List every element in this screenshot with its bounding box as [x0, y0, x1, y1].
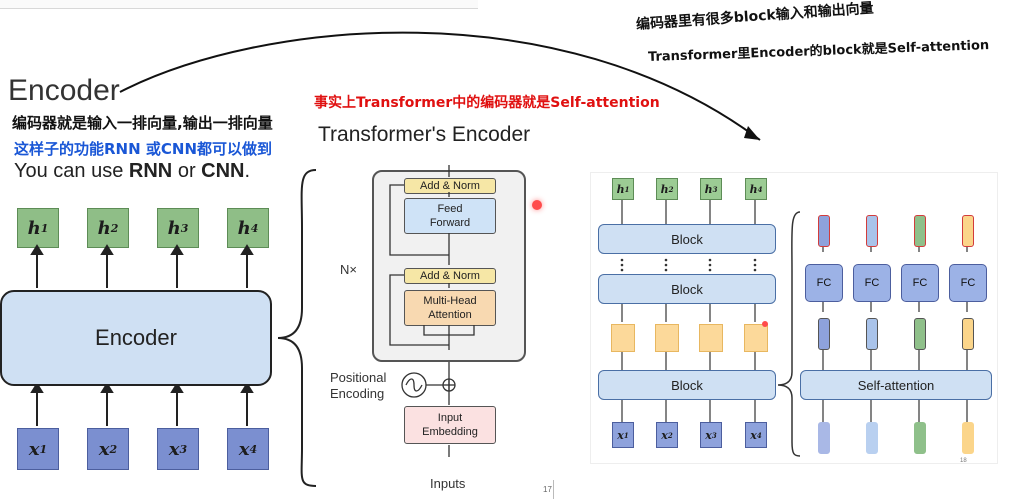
fc-layer-3: FC [901, 264, 939, 302]
intermediate-vector-4 [744, 324, 768, 352]
add-norm-bottom: Add & Norm [404, 268, 496, 284]
subtitle-or: or [172, 160, 202, 182]
encoder-title: Encoder [8, 74, 120, 107]
slide-divider [553, 480, 554, 499]
inputs-label: Inputs [430, 476, 466, 491]
fc-layer-2: FC [853, 264, 891, 302]
transformer-encoder-title: Transformer's Encoder [318, 123, 531, 146]
left-arrows [30, 244, 254, 426]
page-number-17: 17 [543, 485, 552, 494]
encoder-box: Encoder [0, 290, 272, 386]
top-toolbar-strip [0, 0, 478, 9]
nx-label: N× [340, 262, 357, 277]
attention-output-vector-2 [866, 318, 878, 350]
fc-layer-4: FC [949, 264, 987, 302]
feed-forward-line1: Feed [437, 203, 463, 215]
laser-pointer-dot-small [762, 321, 768, 327]
fc-output-vector-2 [866, 215, 878, 247]
positional-encoding-label: Positional Encoding [330, 370, 386, 402]
subtitle-suffix: . [244, 160, 251, 182]
attention-input-vector-3 [914, 422, 926, 454]
block-diagram-arrows [620, 200, 968, 457]
subtitle-rnn-cnn: You can use RNN or CNN. [14, 160, 250, 183]
positional-line1: Positional [330, 370, 387, 385]
block-top: Block [598, 224, 776, 254]
input-emb-line2: Embedding [422, 426, 478, 438]
attention-output-vector-4 [962, 318, 974, 350]
laser-pointer-dot [532, 200, 542, 210]
fc-layer-1: FC [805, 264, 843, 302]
intermediate-vector-2 [655, 324, 679, 352]
note-transformer-self-attention: 事实上Transformer中的编码器就是Self-attention [314, 95, 660, 111]
mha-line1: Multi-Head [423, 295, 477, 307]
curly-brace [277, 169, 317, 487]
positional-line2: Encoding [330, 386, 385, 401]
attention-input-vector-2 [866, 422, 878, 454]
attention-input-vector-4 [962, 422, 974, 454]
attention-output-vector-1 [818, 318, 830, 350]
subtitle-rnn: RNN [128, 160, 173, 182]
page-number-18: 18 [960, 458, 967, 464]
mha-line2: Attention [428, 309, 472, 321]
feed-forward-box: Feed Forward [404, 198, 496, 234]
subtitle-cnn: CNN [201, 160, 245, 182]
intermediate-vector-3 [699, 324, 723, 352]
fc-output-vector-3 [914, 215, 926, 247]
intermediate-vector-1 [611, 324, 635, 352]
input-emb-line1: Input [437, 412, 463, 424]
fc-output-vector-4 [962, 215, 974, 247]
input-embedding-box: Input Embedding [404, 406, 496, 444]
block-diagram-slide [590, 172, 998, 464]
block-middle: Block [598, 274, 776, 304]
subtitle-prefix: You can use [14, 160, 129, 182]
block-bottom: Block [598, 370, 776, 400]
add-norm-top: Add & Norm [404, 178, 496, 194]
note-rnn-cnn: 这样子的功能RNN 或CNN都可以做到 [14, 140, 272, 158]
transformer-connections [389, 165, 475, 457]
multi-head-attention-box: Multi-Head Attention [404, 290, 496, 326]
self-attention-layer: Self-attention [800, 370, 992, 400]
arrowhead-icon [744, 126, 760, 140]
fc-output-vector-1 [818, 215, 830, 247]
note-encoder-definition: 编码器就是输入一排向量,输出一排向量 [12, 114, 273, 132]
feed-forward-line2: Forward [429, 217, 471, 229]
attention-input-vector-1 [818, 422, 830, 454]
attention-output-vector-3 [914, 318, 926, 350]
